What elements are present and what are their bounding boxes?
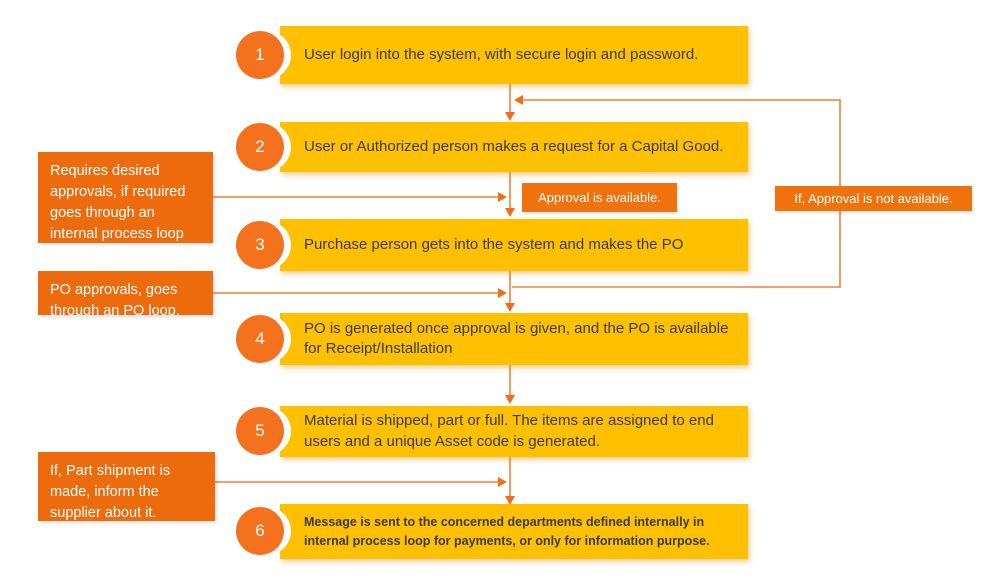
step-5-number-badge: 5 [236,407,284,455]
label-approval-available-text: Approval is available. [538,190,661,205]
flow-step-4: PO is generated once approval is given, … [280,313,748,365]
annotation-part-shipment: If, Part shipment is made, inform the su… [38,452,215,521]
arrowhead-annotation3 [498,477,507,487]
flow-step-2: User or Authorized person makes a reques… [280,122,748,172]
step-6-number: 6 [255,521,265,540]
label-approval-not-available: If, Approval is not available. [775,186,972,211]
step-3-number-badge: 3 [236,221,284,269]
flow-step-5: Material is shipped, part or full. The i… [280,406,748,457]
arrowhead-step4 [505,303,515,312]
annotation-approvals-loop: Requires desired approvals, if required … [38,152,213,243]
annotation-approvals-loop-text: Requires desired approvals, if required … [50,163,186,243]
annotation-part-shipment-text: If, Part shipment is made, inform the su… [50,463,171,522]
step-2-text: User or Authorized person makes a reques… [304,137,724,155]
step-3-number: 3 [255,235,265,254]
label-approval-not-available-text: If, Approval is not available. [794,191,953,206]
arrowhead-step3 [505,208,515,217]
step-3-text: Purchase person gets into the system and… [304,235,684,253]
arrowhead-annotation2 [498,288,507,298]
step-6-text: Message is sent to the concerned departm… [304,514,710,548]
step-6-number-badge: 6 [236,507,284,555]
flow-step-6: Message is sent to the concerned departm… [280,504,748,559]
step-5-number: 5 [255,421,265,440]
step-1-number-badge: 1 [236,31,284,79]
arrowhead-step6 [505,496,515,505]
step-2-number-badge: 2 [236,123,284,171]
step-4-number-badge: 4 [236,315,284,363]
step-4-text: PO is generated once approval is given, … [304,319,729,357]
flow-step-3: Purchase person gets into the system and… [280,219,748,271]
step-2-number: 2 [255,137,265,156]
arrowhead-step5 [505,395,515,404]
annotation-po-loop: PO approvals, goes through an PO loop. [38,271,213,319]
arrowhead-step2 [505,112,515,121]
flow-step-1: User login into the system, with secure … [280,26,748,84]
step-1-number: 1 [255,45,265,64]
label-approval-available: Approval is available. [522,183,677,212]
arrowhead-feedback-left [514,95,523,105]
step-4-number: 4 [255,329,265,348]
annotation-po-loop-text: PO approvals, goes through an PO loop. [50,282,180,320]
step-5-text: Material is shipped, part or full. The i… [304,412,714,450]
step-1-text: User login into the system, with secure … [304,45,699,63]
arrowhead-annotation1 [498,192,507,202]
